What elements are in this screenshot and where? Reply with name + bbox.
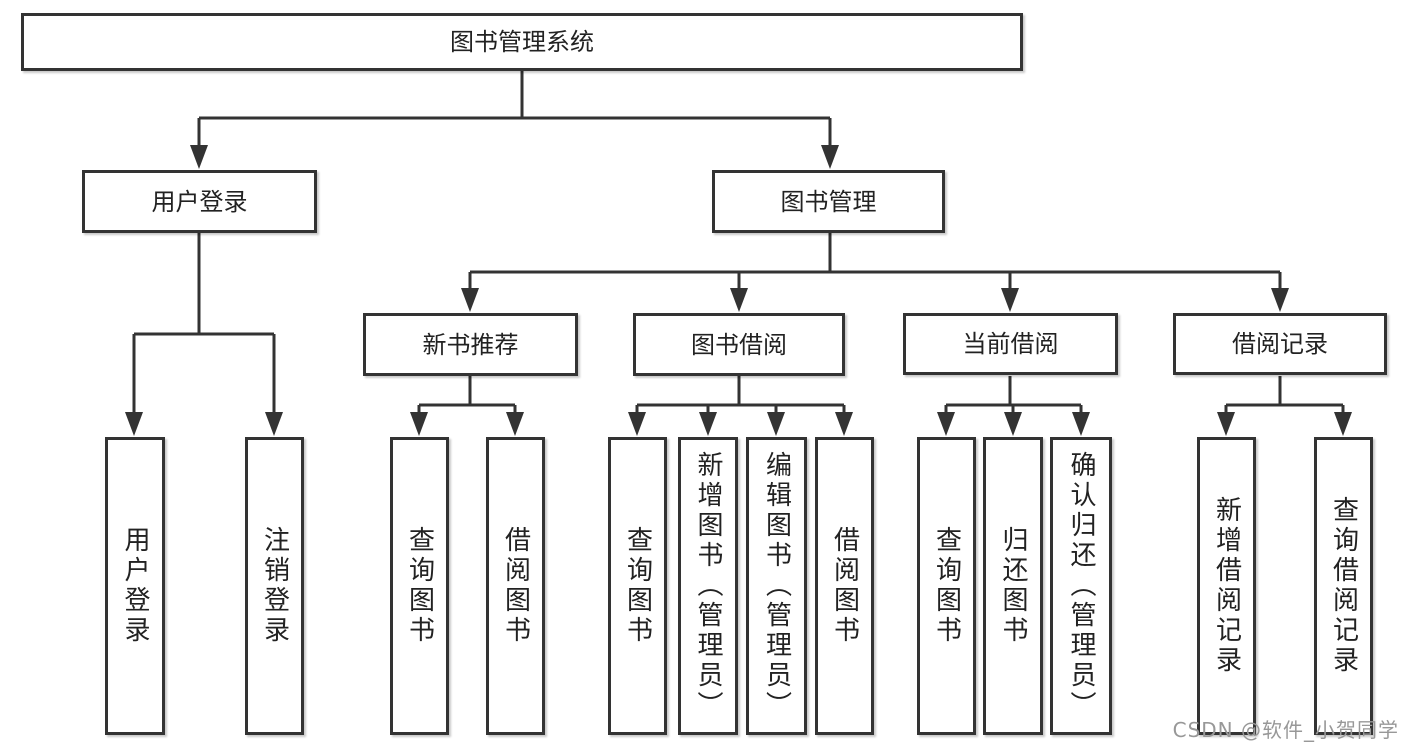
node-current-borrowing-label: 当前借阅	[962, 330, 1059, 358]
leaf-current-query-books: 查询图书	[917, 437, 976, 735]
leaf-recommend-borrow-books: 借阅图书	[486, 437, 545, 735]
leaf-borrowing-add-books-admin: 新增图书（管理员）	[678, 437, 738, 735]
leaf-current-query-books-label: 查询图书	[931, 526, 962, 646]
node-book-management: 图书管理	[712, 170, 945, 233]
leaf-recommend-query-books-label: 查询图书	[404, 526, 435, 646]
node-borrowing-records: 借阅记录	[1173, 313, 1387, 375]
leaf-records-query-record-label: 查询借阅记录	[1328, 496, 1359, 676]
leaf-borrowing-borrow-books-label: 借阅图书	[829, 526, 860, 646]
leaf-current-confirm-return-admin-label: 确认归还（管理员）	[1066, 451, 1096, 721]
leaf-current-return-books: 归还图书	[983, 437, 1043, 735]
node-book-borrowing-label: 图书借阅	[691, 330, 787, 359]
leaf-borrowing-query-books-label: 查询图书	[622, 526, 653, 646]
node-root: 图书管理系统	[21, 13, 1023, 71]
node-new-book-recommendation: 新书推荐	[363, 313, 578, 376]
leaf-borrowing-add-books-admin-label: 新增图书（管理员）	[693, 451, 723, 721]
node-new-book-recommendation-label: 新书推荐	[422, 330, 519, 359]
csdn-watermark: CSDN @软件_小贺同学	[1172, 718, 1399, 742]
leaf-borrowing-borrow-books: 借阅图书	[815, 437, 874, 735]
leaf-recommend-query-books: 查询图书	[390, 437, 449, 735]
leaf-records-add-record-label: 新增借阅记录	[1211, 496, 1242, 676]
leaf-logout-label: 注销登录	[259, 526, 290, 646]
leaf-borrowing-edit-books-admin-label: 编辑图书（管理员）	[761, 451, 792, 721]
node-user-login: 用户登录	[82, 170, 317, 233]
leaf-logout: 注销登录	[245, 437, 304, 735]
node-book-management-label: 图书管理	[780, 187, 877, 216]
node-current-borrowing: 当前借阅	[903, 313, 1118, 375]
node-borrowing-records-label: 借阅记录	[1232, 330, 1328, 358]
leaf-user-login: 用户登录	[105, 437, 165, 735]
node-book-borrowing: 图书借阅	[633, 313, 845, 376]
leaf-borrowing-edit-books-admin: 编辑图书（管理员）	[746, 437, 807, 735]
node-user-login-label: 用户登录	[151, 187, 248, 216]
leaf-recommend-borrow-books-label: 借阅图书	[500, 526, 531, 646]
leaf-current-confirm-return-admin: 确认归还（管理员）	[1050, 437, 1112, 735]
leaf-current-return-books-label: 归还图书	[998, 526, 1028, 646]
leaf-user-login-label: 用户登录	[120, 526, 150, 646]
node-root-label: 图书管理系统	[450, 28, 594, 56]
leaf-records-add-record: 新增借阅记录	[1197, 437, 1256, 735]
leaf-borrowing-query-books: 查询图书	[608, 437, 667, 735]
leaf-records-query-record: 查询借阅记录	[1314, 437, 1373, 735]
